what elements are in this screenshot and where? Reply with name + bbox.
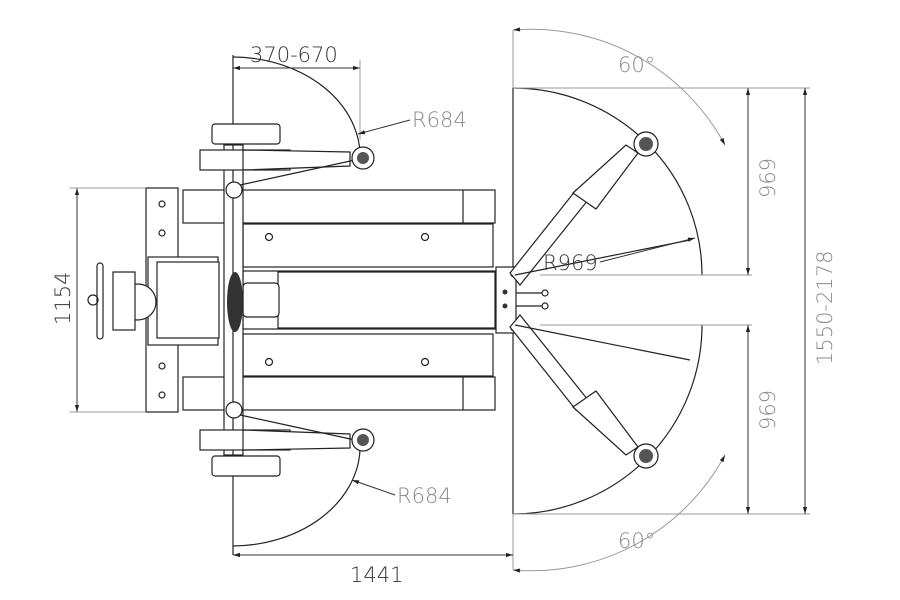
- long-arm-swing-area: [512, 30, 810, 570]
- dim-angle-top: 60°: [618, 53, 655, 77]
- dim-short-radius-bottom: R684: [397, 484, 452, 508]
- dim-upper-span: 969: [756, 158, 780, 198]
- dim-column-offset: 1441: [350, 563, 403, 587]
- dim-lower-span: 969: [756, 390, 780, 430]
- dim-long-radius: R969: [543, 251, 598, 275]
- dim-angle-bottom: 60°: [618, 529, 655, 553]
- long-arm-bottom: [509, 314, 691, 469]
- short-arm-top: [199, 123, 375, 186]
- dim-arm-reach: 370-670: [250, 43, 338, 67]
- dim-overall-width: 1154: [51, 272, 75, 325]
- long-arm-top: [509, 131, 691, 286]
- dim-short-radius-top: R684: [412, 108, 467, 132]
- short-arm-bottom: [199, 414, 375, 477]
- power-unit: [87, 256, 220, 346]
- dim-total-span: 1550-2178: [813, 251, 837, 365]
- dimension-lines: [70, 27, 808, 573]
